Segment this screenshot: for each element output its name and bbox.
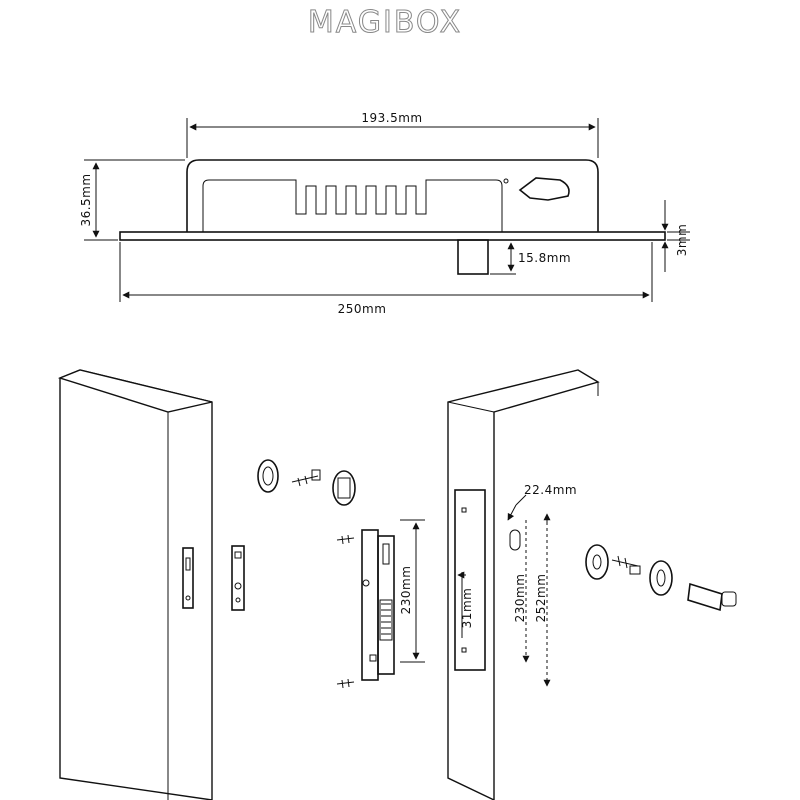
svg-text:31mm: 31mm — [460, 588, 474, 629]
dimension-hole-length: 31mm — [457, 571, 474, 638]
dimension-bolt-height: 15.8mm — [490, 239, 571, 275]
svg-text:230mm: 230mm — [399, 566, 413, 615]
dimension-width-top: 193.5mm — [186, 111, 599, 158]
svg-text:22.4mm: 22.4mm — [524, 483, 577, 497]
svg-text:252mm: 252mm — [534, 574, 548, 623]
lock-body-top-view — [119, 159, 666, 275]
thumb-turn-left — [332, 470, 356, 506]
dimension-height-body: 36.5mm — [79, 159, 185, 241]
svg-text:36.5mm: 36.5mm — [79, 173, 93, 226]
screw-bottom — [336, 678, 355, 689]
screw-set-left — [291, 469, 321, 487]
svg-text:15.8mm: 15.8mm — [518, 251, 571, 265]
svg-text:230mm: 230mm — [513, 574, 527, 623]
screw-top — [336, 534, 355, 545]
svg-text:193.5mm: 193.5mm — [361, 111, 422, 125]
dimension-hole-width: 22.4mm — [507, 483, 577, 521]
dimension-strike-length: 230mm — [399, 519, 425, 663]
svg-text:3mm: 3mm — [675, 224, 689, 257]
brand-logo: MAGIBOX — [308, 5, 462, 40]
svg-text:250mm: 250mm — [338, 302, 387, 316]
strike-plate — [231, 545, 245, 611]
cylinder-rosette-right — [649, 560, 673, 596]
dimension-plate-length: 252mm — [534, 513, 551, 687]
door-right — [447, 369, 600, 800]
dimension-width-plate: 250mm — [119, 242, 653, 316]
rosette-right — [585, 544, 609, 580]
rosette-left — [257, 459, 279, 493]
cylinder-key-insert — [687, 582, 737, 612]
mortise-lock-body — [361, 529, 395, 681]
screw-set-right — [611, 555, 641, 575]
door-frame-left — [57, 369, 213, 800]
dimension-body-length: 230mm — [513, 520, 530, 663]
dimension-plate-thickness: 3mm — [661, 200, 690, 272]
